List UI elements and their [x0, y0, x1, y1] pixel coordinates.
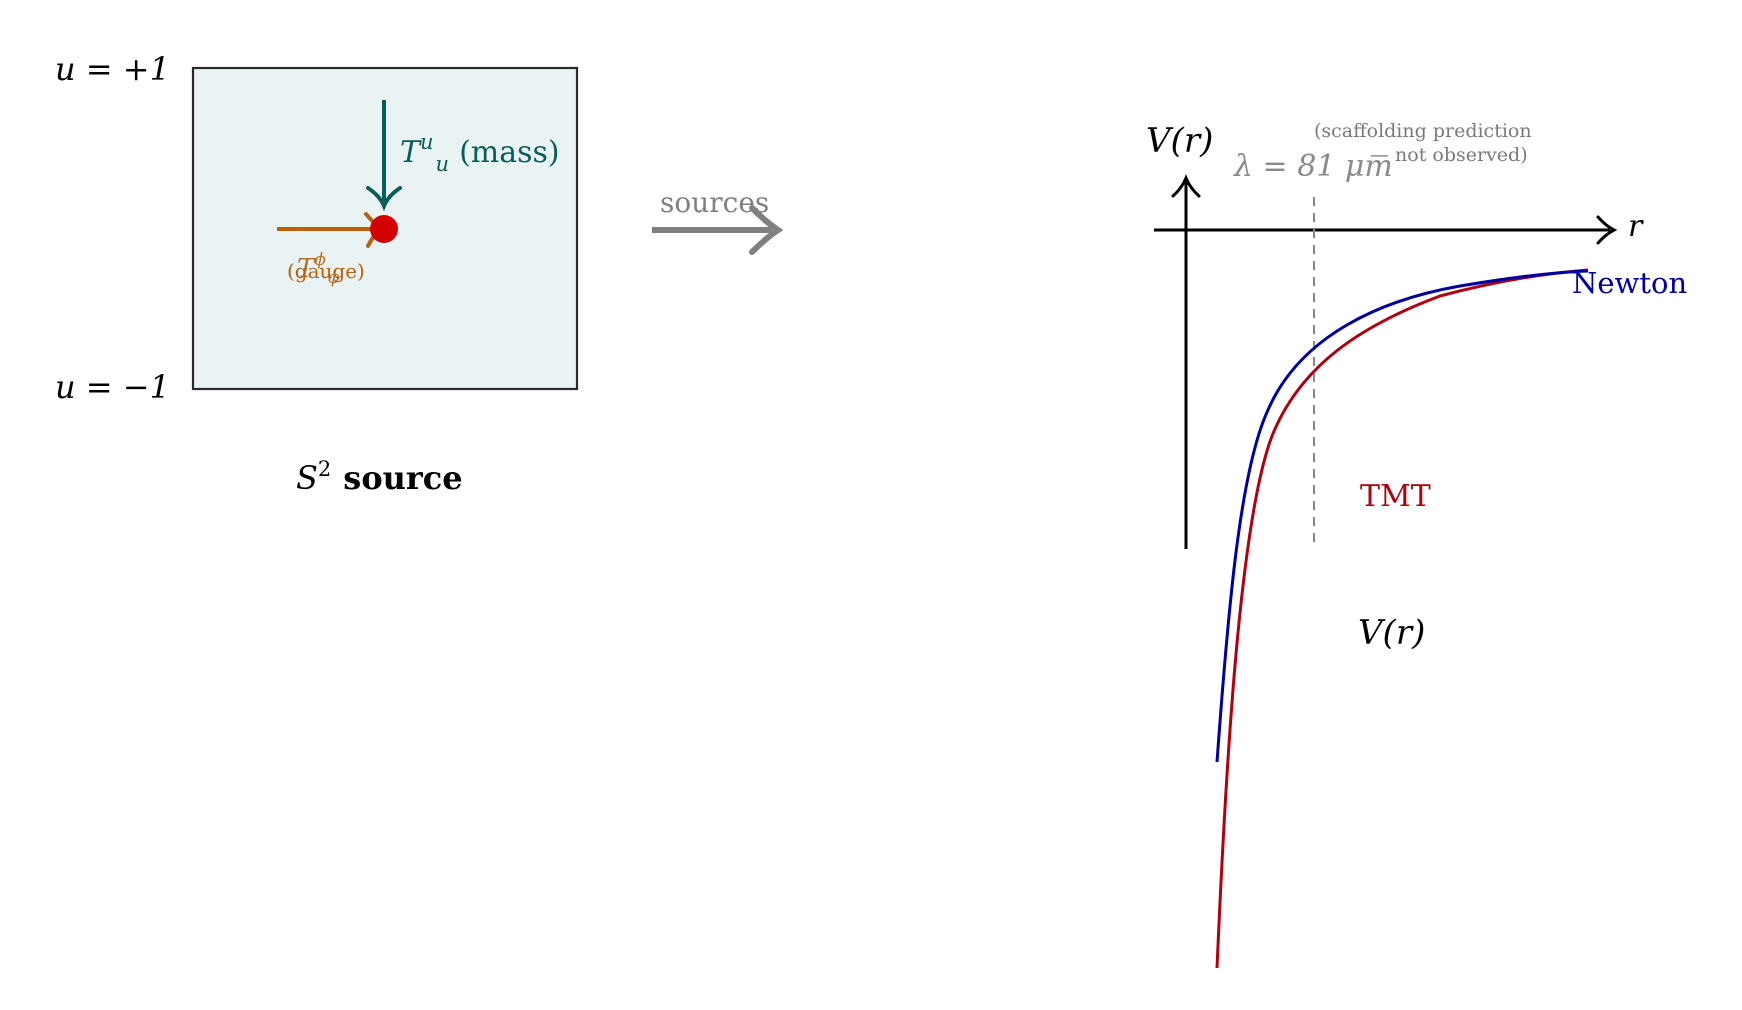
source-point	[370, 215, 398, 243]
note-line-1: (scaffolding prediction	[1314, 120, 1532, 142]
potential-plot: V(r) r λ = 81 μm (scaffolding prediction…	[1146, 120, 1687, 969]
gauge-label-symbol: Tϕϕ	[297, 250, 340, 288]
gauge-label-T: T	[297, 254, 316, 284]
y-axis-label: V(r)	[1146, 121, 1213, 161]
gauge-label-sup: ϕ	[314, 250, 326, 270]
newton-label: Newton	[1572, 266, 1687, 300]
mass-arrow	[366, 100, 402, 212]
mass-label-text: (mass)	[459, 135, 560, 170]
panel-caption: S2 source	[296, 457, 463, 497]
caption-sup: 2	[318, 457, 331, 481]
y-axis-arrowhead-icon	[1171, 173, 1201, 198]
note-line-2: — not observed)	[1370, 144, 1528, 166]
mass-label-sub: u	[436, 152, 450, 176]
mass-label-sup: u	[420, 130, 434, 154]
source-panel: u = +1 u = −1 Tuu (mass) Tϕϕ (gauge) S2 so…	[55, 50, 579, 497]
u-top-label: u = +1	[55, 50, 170, 88]
mass-label: Tuu (mass)	[400, 130, 560, 176]
gauge-label-text: (gauge)	[287, 259, 365, 283]
sources-label: sources	[660, 186, 769, 219]
sources-arrowhead-icon	[749, 205, 784, 255]
mass-label-T: T	[400, 135, 422, 170]
tmt-curve	[1215, 268, 1589, 969]
caption-text: source	[343, 459, 462, 497]
lambda-label: λ = 81 μm	[1233, 149, 1393, 184]
x-axis-arrowhead-icon	[1596, 215, 1618, 245]
mass-arrowhead-icon	[366, 186, 402, 212]
newton-curve	[1215, 269, 1589, 763]
caption-symbol: S	[296, 459, 318, 497]
sources-connector: sources	[652, 186, 784, 255]
u-bottom-label: u = −1	[55, 368, 170, 406]
x-axis-label: r	[1628, 209, 1644, 244]
gauge-label-sub: ϕ	[328, 268, 340, 288]
vr-label: V(r)	[1358, 613, 1425, 653]
tmt-label: TMT	[1360, 479, 1431, 514]
